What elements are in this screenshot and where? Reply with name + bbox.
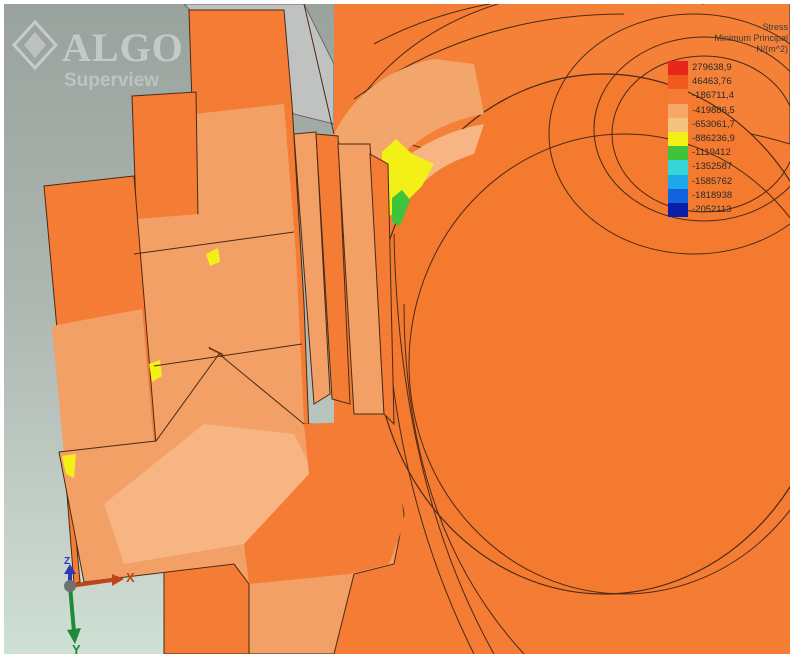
legend-swatch xyxy=(668,89,688,104)
hub-ring-3 xyxy=(611,55,790,213)
legend-row: -1119412 xyxy=(644,146,790,161)
logo-text: ALGO xyxy=(62,25,184,70)
legend-row: 279638,9 xyxy=(644,61,790,76)
legend-label: -2052113 xyxy=(692,203,732,215)
legend-row: 46463,76 xyxy=(644,75,790,90)
axis-z-label: Z xyxy=(64,556,71,567)
hub-ring-2 xyxy=(593,36,790,222)
legend-title-line-1: Stress xyxy=(762,22,788,32)
legend-label: -886236,9 xyxy=(692,132,735,144)
legend-label: 46463,76 xyxy=(692,76,732,88)
legend-swatch xyxy=(668,103,688,118)
legend-title-line-3: N/(m^2) xyxy=(756,44,788,54)
legend-swatch xyxy=(668,174,688,189)
axis-triad[interactable]: X Y Z xyxy=(50,556,150,654)
plate-1-light xyxy=(194,104,304,444)
legend-row: -186711,4 xyxy=(644,89,790,104)
legend-label: -186711,4 xyxy=(692,90,735,102)
algor-logo: ALGO Superview xyxy=(12,18,202,91)
legend-swatch xyxy=(668,160,688,175)
legend-swatch xyxy=(668,61,688,76)
stress-zone-green-ring xyxy=(392,190,410,226)
legend-label: -1585762 xyxy=(692,175,733,187)
legend-row: -2052113 xyxy=(644,202,790,218)
legend-label: -1352587 xyxy=(692,161,733,173)
sweep-arc-3 xyxy=(403,303,525,654)
legend-row: -419886,5 xyxy=(644,103,790,118)
legend-row: -653061,7 xyxy=(644,117,790,132)
legend-row: -886236,9 xyxy=(644,131,790,147)
hub-outer-arc xyxy=(373,4,704,45)
fin-1 xyxy=(293,131,331,405)
stress-legend: Stress Minimum Principal N/(m^2) 279638,… xyxy=(644,22,790,218)
plate-edge-1 xyxy=(133,231,295,255)
plate-3-light xyxy=(52,309,154,456)
stress-spot-yellow-1 xyxy=(206,248,220,266)
legend-row: -1818938 xyxy=(644,188,790,203)
cylinder-face-inner xyxy=(408,133,790,595)
axis-triad-icon xyxy=(64,564,124,644)
hub-ring-1 xyxy=(548,13,790,255)
plate-edge-2 xyxy=(153,343,303,367)
legend-row: -1585762 xyxy=(644,174,790,189)
stress-spot-yellow-3 xyxy=(62,454,76,478)
legend-label: 279638,9 xyxy=(692,62,732,73)
axis-y-label: Y xyxy=(72,642,81,654)
legend-swatch xyxy=(668,146,688,161)
legend-label: -653061,7 xyxy=(692,118,735,130)
axis-x-label: X xyxy=(126,570,135,585)
legend-title-line-2: Minimum Principal xyxy=(714,33,788,43)
fea-stress-model[interactable] xyxy=(4,4,790,654)
lower-body-pale xyxy=(104,424,314,564)
legend-swatch xyxy=(668,117,688,132)
logo-diamond-icon xyxy=(12,20,58,70)
legend-scale: 279638,9 46463,76 -186711,4 -419886,5 -6… xyxy=(644,61,790,218)
legend-label: -1818938 xyxy=(692,189,733,201)
fin-2 xyxy=(315,133,351,405)
lower-body-dark xyxy=(244,422,404,584)
sweep-arc-2 xyxy=(393,233,495,654)
legend-label: -1119412 xyxy=(692,147,731,159)
stress-zone-pale-top xyxy=(334,59,484,174)
logo-subtext: Superview xyxy=(64,70,160,91)
legend-swatch xyxy=(668,188,688,203)
legend-swatch xyxy=(668,202,688,218)
model-viewport[interactable]: ALGO Superview Stress Minimum Principal … xyxy=(4,4,790,654)
fin-edge xyxy=(303,4,335,135)
legend-row: -1352587 xyxy=(644,160,790,175)
legend-title: Stress Minimum Principal N/(m^2) xyxy=(644,22,790,55)
legend-label: -419886,5 xyxy=(692,104,735,116)
fin-4 xyxy=(369,153,395,426)
legend-swatch xyxy=(668,75,688,90)
legend-swatch xyxy=(668,131,688,147)
